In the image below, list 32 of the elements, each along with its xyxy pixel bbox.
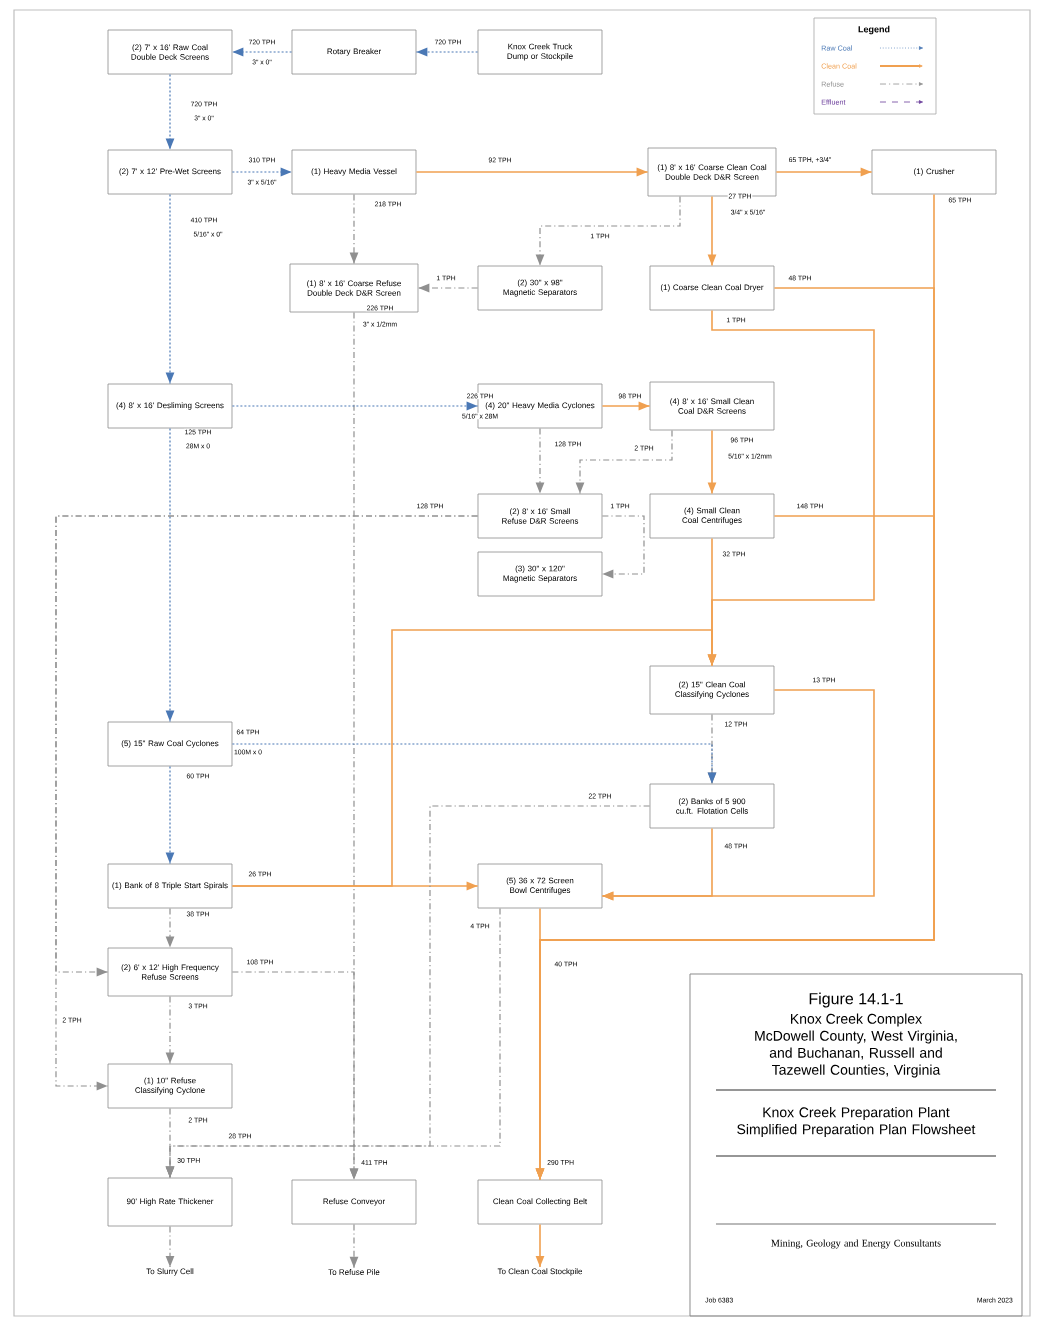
flow-arrow xyxy=(165,765,175,865)
flow-arrow xyxy=(415,167,649,177)
flow-arrow xyxy=(535,427,545,495)
title-text: Figure 14.1-1 xyxy=(809,992,903,1008)
flow-arrow xyxy=(349,1223,359,1269)
flow-arrow xyxy=(417,283,479,293)
flow-arrow xyxy=(601,515,645,579)
flow-arrow xyxy=(349,193,359,265)
flow-arrow xyxy=(55,515,479,1091)
flow-arrow xyxy=(575,429,673,495)
flow-arrow xyxy=(707,195,717,267)
flow-arrow xyxy=(165,907,175,949)
flow-arrow xyxy=(231,743,717,785)
flow-arrow xyxy=(231,971,359,1181)
flow-arrow xyxy=(165,73,175,151)
flow-arrow xyxy=(231,47,293,57)
flow-arrow xyxy=(535,195,681,267)
flow-arrow xyxy=(535,907,545,1181)
flow-arrow xyxy=(231,167,293,177)
flow-arrow xyxy=(535,1223,545,1268)
flow-arrow xyxy=(415,47,479,57)
flow-arrow xyxy=(165,1107,175,1179)
flow-arrow xyxy=(165,1225,175,1268)
flow-arrow xyxy=(165,193,175,385)
flow-arrow xyxy=(707,429,717,495)
flow-arrow xyxy=(601,401,651,411)
flow-arrow xyxy=(775,167,873,177)
flow-arrow xyxy=(165,427,175,723)
flow-arrow xyxy=(601,827,713,901)
flow-arrow xyxy=(231,401,479,411)
flow-arrow xyxy=(165,995,175,1065)
flow-arrow xyxy=(231,629,717,887)
